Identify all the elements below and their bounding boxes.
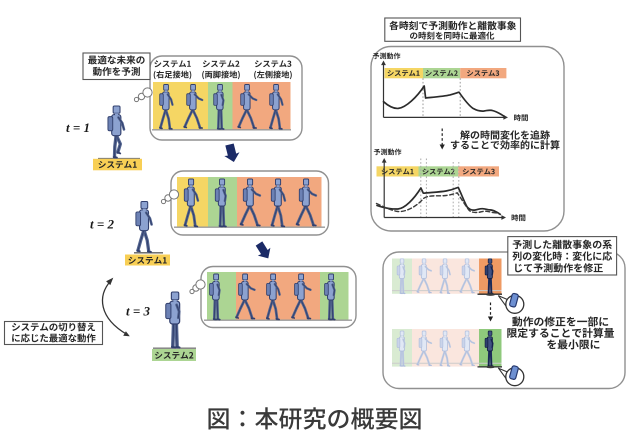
svg-text:t = 3: t = 3 (126, 304, 151, 319)
svg-text:t = 2: t = 2 (90, 217, 115, 232)
svg-text:t = 1: t = 1 (66, 120, 90, 135)
